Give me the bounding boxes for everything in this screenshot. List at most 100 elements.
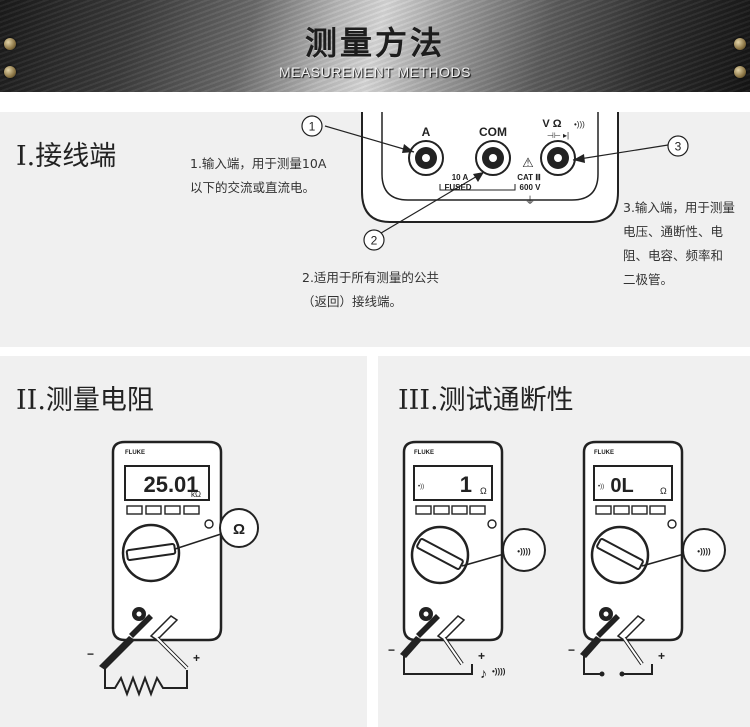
- section-terminals: I.接线端 1.输入端，用于测量10A 以下的交流或直流电。 2.适用于所有测量…: [0, 112, 750, 347]
- meter-button: [613, 505, 630, 515]
- callout-line: [461, 553, 505, 567]
- display-unit: Ω: [660, 486, 667, 496]
- plus-sign: +: [478, 649, 485, 663]
- open-circuit-wire: [624, 664, 653, 675]
- callout-line: [174, 533, 222, 550]
- open-circuit-wire: [583, 656, 600, 675]
- terminal-diagram: A COM V Ω •))) ⊣⊢ ▸| 10 A FUSED ⚠ CAT Ⅲ …: [301, 112, 689, 251]
- section-title: III.测试通断性: [398, 385, 574, 416]
- plus-sign: +: [193, 651, 200, 665]
- dial-pointer: [416, 538, 464, 570]
- black-lead: [99, 636, 135, 670]
- continuity-icon: •)): [598, 484, 604, 490]
- fused-label: 10 A: [452, 173, 469, 182]
- arrow-icon: [402, 144, 414, 153]
- display-value: 25.01: [143, 472, 198, 497]
- warning-icon: ⚠: [522, 155, 534, 170]
- note-3: 3.输入端，用于测量 电压、通断性、电 阻、电容、频率和 二极管。: [623, 196, 735, 292]
- plus-sign: +: [658, 649, 665, 663]
- cat-label: CAT Ⅲ: [517, 173, 541, 182]
- jack-v-label: V Ω: [542, 118, 561, 130]
- cat-label: 600 V: [520, 183, 542, 192]
- lcd-display: [593, 465, 673, 501]
- black-probe: [129, 614, 153, 638]
- screw-icon: [734, 66, 746, 78]
- note-3-line: 3.输入端，用于测量: [623, 200, 735, 215]
- minus-sign: −: [87, 647, 94, 661]
- jack-a: [408, 140, 444, 176]
- note-1-line: 以下的交流或直流电。: [190, 180, 316, 195]
- terminal-dot: [599, 671, 605, 677]
- meter-button: [487, 519, 497, 529]
- terminal-dot: [619, 671, 625, 677]
- note-3-line: 阻、电容、频率和: [623, 248, 724, 263]
- meter-button: [595, 505, 612, 515]
- meter-continuity-1: FLUKE •)) 1 Ω •)))) − + ♪: [388, 440, 546, 681]
- meter-continuity-2: FLUKE •)) 0L Ω •)))) −: [568, 440, 726, 677]
- meter-button: [667, 519, 677, 529]
- meter-button: [183, 505, 200, 515]
- brand-label: FLUKE: [594, 450, 614, 456]
- meter-button: [649, 505, 666, 515]
- bracket: [439, 184, 516, 191]
- section-title: I.接线端: [16, 141, 117, 172]
- display-unit: kΩ: [191, 490, 201, 499]
- meter-button: [145, 505, 162, 515]
- callout-2-label: 2: [371, 234, 378, 248]
- screw-icon: [4, 66, 16, 78]
- display-unit: Ω: [480, 486, 487, 496]
- dial-pointer: [596, 538, 644, 570]
- meter-button: [164, 505, 181, 515]
- meter-button: [204, 519, 214, 529]
- note-3-line: 二极管。: [623, 272, 674, 287]
- meter-button: [631, 505, 648, 515]
- section-title: II.测量电阻: [16, 385, 154, 416]
- banner-texture: [0, 0, 750, 92]
- callout-2: [363, 229, 385, 251]
- jack-v: [540, 140, 576, 176]
- black-probe: [416, 614, 440, 638]
- black-probe: [596, 614, 620, 638]
- continuity-icon: •)))): [517, 547, 531, 556]
- continuity-icon: •)): [418, 484, 424, 490]
- brand-label: FLUKE: [414, 450, 434, 456]
- note-1-line: 1.输入端，用于测量10A: [190, 156, 327, 171]
- lcd-display: [124, 465, 210, 501]
- callout-bubble: [219, 508, 259, 548]
- arrow-icon: [473, 172, 484, 182]
- display-value: 0L: [610, 475, 633, 497]
- ohm-icon: Ω: [233, 521, 245, 538]
- callout-bubble: [502, 528, 546, 572]
- red-lead: [156, 637, 188, 669]
- meter-button: [415, 505, 432, 515]
- red-lead: [443, 637, 463, 665]
- callout-1-label: 1: [309, 120, 316, 134]
- dial-pointer: [125, 542, 177, 562]
- header-banner: 测量方法 MEASUREMENT METHODS: [0, 0, 750, 92]
- banner-subtitle: MEASUREMENT METHODS: [278, 64, 472, 80]
- note-3-line: 电压、通断性、电: [623, 224, 724, 239]
- meter-button: [126, 505, 143, 515]
- display-value: 1: [460, 472, 472, 497]
- wire-symbol: [403, 656, 473, 675]
- callout-bubble: [682, 528, 726, 572]
- callout-1: [301, 115, 323, 137]
- meter-button: [451, 505, 468, 515]
- jack-com: [475, 140, 511, 176]
- section-resistance: II.测量电阻 FLUKE 25.01 kΩ Ω −: [0, 356, 367, 727]
- meter-button: [469, 505, 486, 515]
- note-1: 1.输入端，用于测量10A 以下的交流或直流电。: [190, 152, 326, 200]
- callout-3: [667, 135, 689, 157]
- screw-icon: [734, 38, 746, 50]
- callout-line: [324, 125, 415, 153]
- jack: [136, 611, 142, 617]
- minus-sign: −: [568, 643, 575, 657]
- callout-line: [641, 553, 685, 567]
- screw-icon: [4, 38, 16, 50]
- continuity-icon: •)))): [697, 547, 711, 556]
- banner-title: 测量方法: [304, 24, 445, 62]
- red-lead: [623, 637, 643, 665]
- callout-line: [572, 144, 669, 161]
- minus-sign: −: [388, 643, 395, 657]
